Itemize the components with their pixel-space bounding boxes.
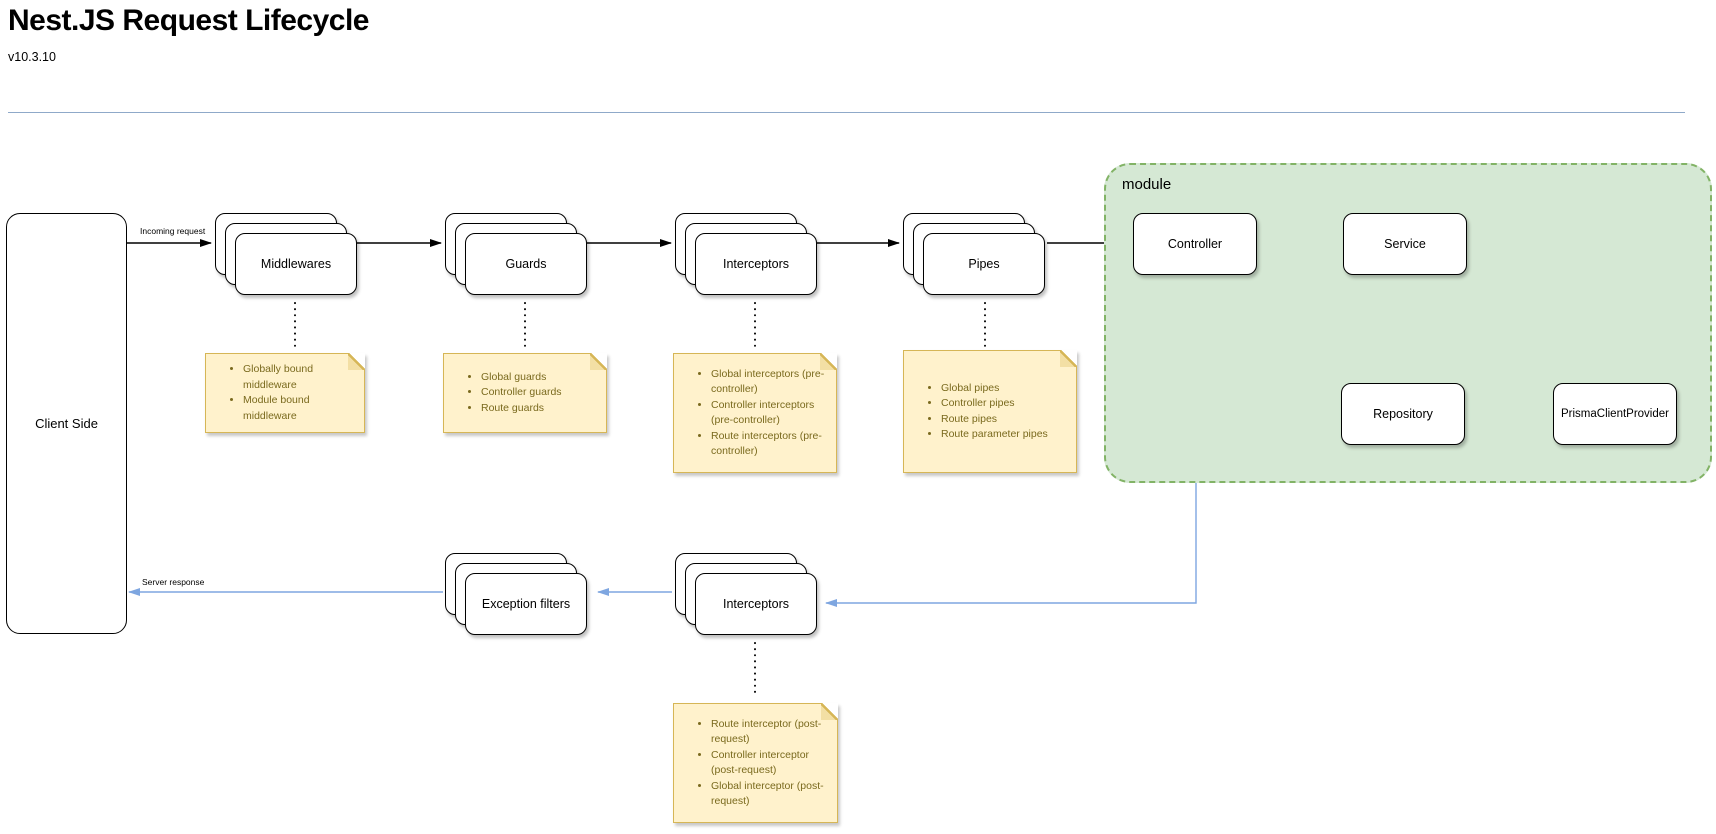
- stack-exception-filters-label: Exception filters: [481, 597, 571, 611]
- node-repository: Repository: [1341, 383, 1465, 445]
- note-pipes: Global pipes Controller pipes Route pipe…: [903, 350, 1077, 473]
- module-label: module: [1122, 176, 1172, 193]
- stack-guards-label: Guards: [505, 257, 547, 271]
- note-item: Module bound middleware: [243, 393, 360, 424]
- note-item: Controller guards: [481, 385, 602, 401]
- note-item: Route pipes: [941, 412, 1072, 428]
- version-label: v10.3.10: [8, 50, 56, 64]
- note-fold-icon: [348, 353, 365, 370]
- node-prisma-label: PrismaClientProvider: [1560, 408, 1669, 420]
- note-middlewares-list: Globally bound middleware Module bound m…: [206, 362, 364, 424]
- note-interceptors-pre-list: Global interceptors (pre-controller) Con…: [674, 367, 836, 460]
- client-side-label: Client Side: [35, 416, 98, 431]
- note-fold-icon: [821, 703, 838, 720]
- note-interceptors-post: Route interceptor (post-request) Control…: [673, 703, 838, 823]
- note-fold-icon: [820, 353, 837, 370]
- stack-interceptors-post: Interceptors: [675, 553, 817, 635]
- server-response-label: Server response: [140, 577, 207, 587]
- note-fold-icon: [590, 353, 607, 370]
- stack-card-front: Interceptors: [695, 233, 817, 295]
- header-divider: [8, 112, 1685, 113]
- node-repository-label: Repository: [1373, 407, 1433, 421]
- note-interceptors-pre: Global interceptors (pre-controller) Con…: [673, 353, 837, 473]
- stack-card-front: Exception filters: [465, 573, 587, 635]
- note-guards: Global guards Controller guards Route gu…: [443, 353, 607, 433]
- note-item: Globally bound middleware: [243, 362, 360, 393]
- node-service-label: Service: [1384, 237, 1426, 251]
- stack-interceptors-pre: Interceptors: [675, 213, 817, 295]
- note-item: Global guards: [481, 370, 602, 386]
- note-item: Global interceptors (pre-controller): [711, 367, 832, 398]
- stack-card-front: Interceptors: [695, 573, 817, 635]
- note-guards-list: Global guards Controller guards Route gu…: [444, 370, 606, 417]
- node-controller: Controller: [1133, 213, 1257, 275]
- note-pipes-list: Global pipes Controller pipes Route pipe…: [904, 381, 1076, 443]
- page-title: Nest.JS Request Lifecycle: [8, 4, 370, 37]
- note-item: Route parameter pipes: [941, 427, 1072, 443]
- stack-card-front: Middlewares: [235, 233, 357, 295]
- stack-exception-filters: Exception filters: [445, 553, 587, 635]
- note-item: Global pipes: [941, 381, 1072, 397]
- stack-middlewares: Middlewares: [215, 213, 357, 295]
- note-item: Route interceptors (pre-controller): [711, 429, 832, 460]
- node-service: Service: [1343, 213, 1467, 275]
- stack-middlewares-label: Middlewares: [260, 257, 332, 271]
- client-side-box: Client Side: [6, 213, 127, 634]
- stack-pipes: Pipes: [903, 213, 1045, 295]
- stack-pipes-label: Pipes: [968, 257, 1000, 271]
- node-controller-label: Controller: [1167, 237, 1223, 251]
- note-interceptors-post-list: Route interceptor (post-request) Control…: [674, 717, 837, 810]
- stack-card-front: Guards: [465, 233, 587, 295]
- stack-guards: Guards: [445, 213, 587, 295]
- note-item: Controller interceptor (post-request): [711, 748, 833, 779]
- note-middlewares: Globally bound middleware Module bound m…: [205, 353, 365, 433]
- note-fold-icon: [1060, 350, 1077, 367]
- note-item: Controller pipes: [941, 396, 1072, 412]
- note-item: Controller interceptors (pre-controller): [711, 398, 832, 429]
- note-item: Route interceptor (post-request): [711, 717, 833, 748]
- stack-interceptors-post-label: Interceptors: [722, 597, 789, 611]
- stack-card-front: Pipes: [923, 233, 1045, 295]
- note-item: Route guards: [481, 401, 602, 417]
- incoming-request-label: Incoming request: [138, 226, 208, 236]
- stack-interceptors-pre-label: Interceptors: [722, 257, 789, 271]
- node-prisma-client-provider: PrismaClientProvider: [1553, 383, 1677, 445]
- note-item: Global interceptor (post-request): [711, 779, 833, 810]
